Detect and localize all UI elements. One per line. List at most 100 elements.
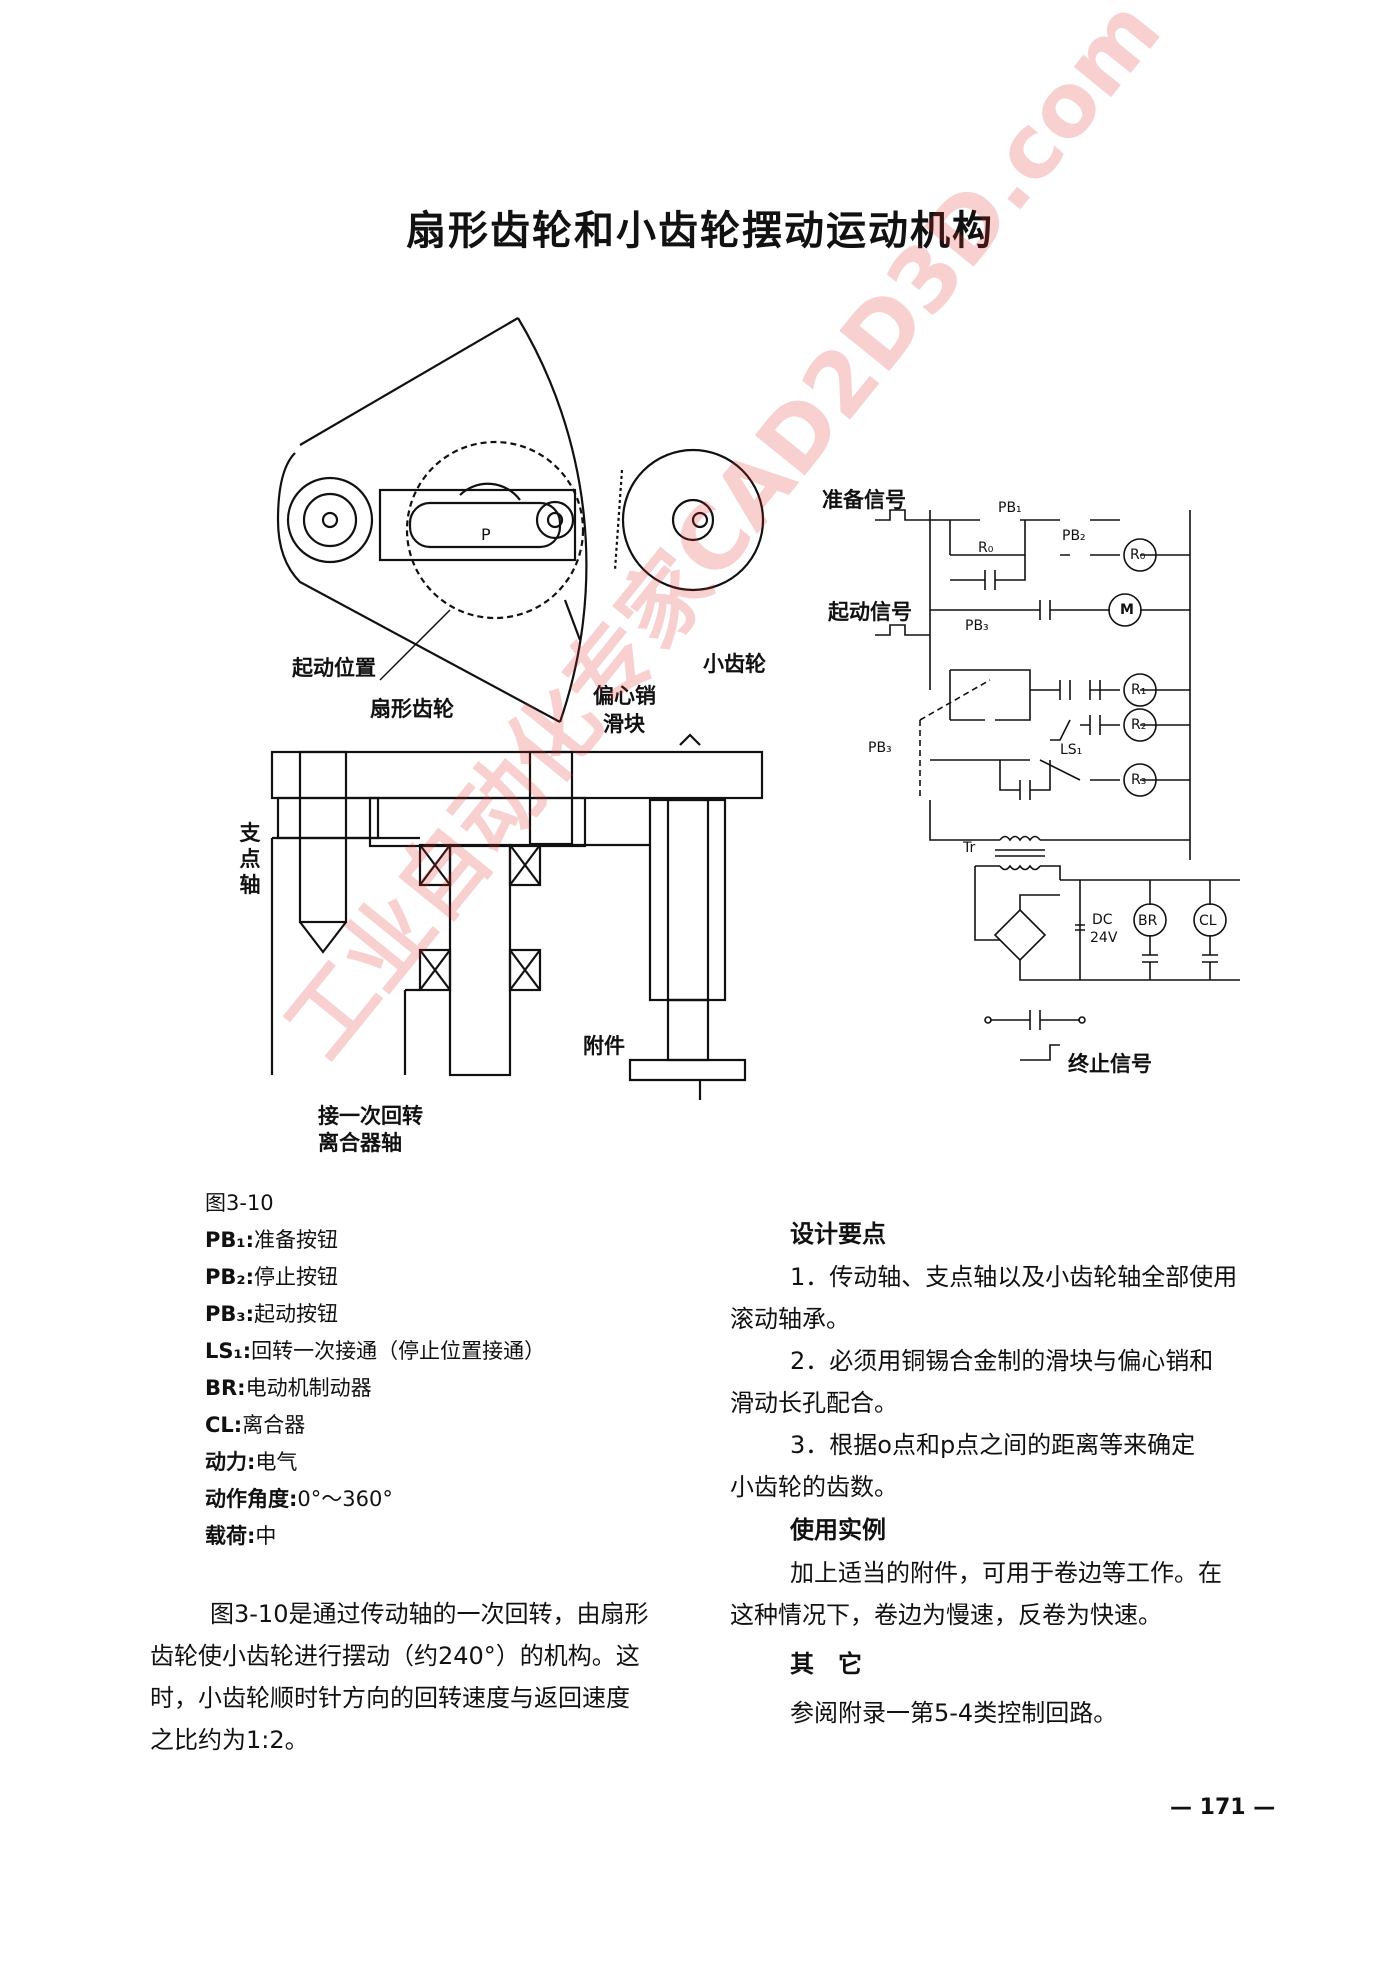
sector-gear-arc: [517, 317, 588, 723]
label-fulcrum-shaft-1: 支: [239, 821, 261, 845]
pinion-shaft-housing: [648, 798, 727, 1002]
design-point: 2．必须用铜锡合金制的滑块与偏心销和: [790, 1347, 1214, 1375]
usage-line: 这种情况下，卷边为慢速，反卷为快速。: [730, 1601, 1162, 1629]
legend-item: 动作角度:0°～360°: [205, 1481, 545, 1518]
legend-tag: BR:: [205, 1376, 246, 1400]
label-transformer: Tr: [963, 840, 976, 856]
right-column: 设计要点 1．传动轴、支点轴以及小齿轮轴全部使用 滚动轴承。 2．必须用铜锡合金…: [730, 1212, 1290, 1734]
legend-text: 停止按钮: [254, 1265, 338, 1289]
legend-tag: 动力:: [205, 1450, 256, 1474]
legend-item: LS₁:回转一次接通（停止位置接通）: [205, 1333, 545, 1370]
other-line: 参阅附录一第5-4类控制回路。: [790, 1699, 1118, 1727]
relay-r0: [1123, 538, 1157, 572]
legend-item: 载荷:中: [205, 1518, 545, 1555]
slot-block: [378, 488, 577, 562]
bearing-right-top: [508, 843, 542, 887]
sector-gear-outline: [276, 452, 561, 723]
label-24v: 24V: [1090, 930, 1118, 946]
legend-tag: PB₂:: [205, 1265, 254, 1289]
legend-item: PB₁:准备按钮: [205, 1222, 545, 1259]
design-point: 滑动长孔配合。: [730, 1389, 898, 1417]
design-point: 3．根据o点和p点之间的距离等来确定: [790, 1431, 1196, 1459]
pivot-center: [321, 511, 339, 529]
label-p-point: P: [481, 525, 491, 544]
label-start-signal: 起动信号: [828, 600, 912, 624]
legend-text: 电动机制动器: [245, 1376, 372, 1400]
label-attachment: 附件: [583, 1034, 625, 1058]
label-sector-gear: 扇形齿轮: [370, 697, 454, 721]
label-r0-coil: R₀: [1130, 547, 1146, 563]
legend-tag: 动作角度:: [205, 1487, 298, 1511]
brake-br: [1133, 903, 1167, 937]
legend-text: 准备按钮: [254, 1228, 338, 1252]
label-fulcrum-shaft-3: 轴: [239, 873, 261, 897]
pinion-circle: [621, 448, 765, 592]
label-ready-signal: 准备信号: [822, 488, 906, 512]
drive-shaft: [448, 843, 512, 1077]
eccentric-pin: [535, 500, 575, 540]
design-point: 滚动轴承。: [730, 1305, 850, 1333]
frame-outline: [270, 836, 650, 1075]
relay-r3: [1123, 763, 1157, 797]
label-r1-coil: R₁: [1131, 682, 1147, 698]
legend-text: 离合器: [242, 1413, 306, 1437]
label-pb2: PB₂: [1062, 528, 1086, 544]
pivot-inner-circle: [302, 492, 358, 548]
legend-text: 中: [255, 1524, 277, 1548]
legend-text: 电气: [255, 1450, 298, 1474]
design-point: 1．传动轴、支点轴以及小齿轮轴全部使用: [790, 1263, 1238, 1291]
legend-item: 动力:电气: [205, 1444, 545, 1481]
legend-text: 回转一次接通（停止位置接通）: [251, 1339, 546, 1363]
bearing-right-bottom: [508, 948, 542, 992]
label-pinion: 小齿轮: [703, 652, 766, 676]
legend-tag: LS₁:: [205, 1339, 252, 1363]
description-line: 图3-10是通过传动轴的一次回转，由扇形: [210, 1600, 649, 1628]
eccentric-pin-center: [546, 511, 564, 529]
label-motor: M: [1120, 602, 1134, 618]
relay-r2: [1123, 708, 1157, 742]
usage-heading: 使用实例: [790, 1516, 886, 1544]
label-slider: 滑块: [603, 712, 645, 736]
label-start-position: 起动位置: [292, 656, 376, 680]
clutch-cl: [1193, 903, 1227, 937]
label-fulcrum-shaft-2: 点: [239, 847, 261, 871]
design-point: 小齿轮的齿数。: [730, 1473, 898, 1501]
description-line: 之比约为1:2。: [150, 1726, 309, 1754]
label-fulcrum-shaft: 支 点 轴: [238, 820, 262, 898]
description-line: 时，小齿轮顺时针方向的回转速度与返回速度: [150, 1684, 630, 1712]
bearing-left-top: [418, 843, 452, 887]
rectifier-bridge: [993, 908, 1047, 962]
pivot-outer-circle: [286, 476, 374, 564]
label-pb1: PB₁: [998, 500, 1022, 516]
legend-tag: PB₃:: [205, 1302, 254, 1326]
legend-text: 0°～360°: [297, 1487, 393, 1511]
legend-text: 起动按钮: [254, 1302, 338, 1326]
legend-tag: PB₁:: [205, 1228, 254, 1252]
page-number: — 171 —: [1170, 1795, 1276, 1820]
legend-item: CL:离合器: [205, 1407, 545, 1444]
label-eccentric-pin: 偏心销: [593, 684, 656, 708]
label-r3-coil: R₃: [1131, 772, 1147, 788]
legend-tag: 载荷:: [205, 1524, 256, 1548]
label-clutch-shaft-2: 离合器轴: [318, 1131, 402, 1155]
label-stop-signal: 终止信号: [1068, 1052, 1152, 1076]
legend-item: PB₂:停止按钮: [205, 1259, 545, 1296]
legend-item: PB₃:起动按钮: [205, 1296, 545, 1333]
label-br: BR: [1138, 913, 1158, 929]
label-pb3b: PB₃: [868, 740, 892, 756]
other-heading: 其 它: [790, 1650, 862, 1678]
label-r0-contact: R₀: [978, 540, 994, 556]
sector-gear-top-edge: [299, 317, 519, 446]
description: 图3-10是通过传动轴的一次回转，由扇形 齿轮使小齿轮进行摆动（约240°）的机…: [150, 1593, 710, 1761]
legend-item: BR:电动机制动器: [205, 1370, 545, 1407]
usage-line: 加上适当的附件，可用于卷边等工作。在: [790, 1559, 1222, 1587]
label-r2-coil: R₂: [1131, 717, 1147, 733]
page-title: 扇形齿轮和小齿轮摆动运动机构: [406, 208, 994, 254]
drive-circle: [405, 440, 585, 620]
pinion-hub: [671, 498, 715, 542]
design-points-heading: 设计要点: [790, 1220, 886, 1248]
label-ls1: LS₁: [1060, 742, 1083, 758]
label-dc: DC: [1092, 912, 1113, 928]
label-pb3: PB₃: [965, 618, 989, 634]
